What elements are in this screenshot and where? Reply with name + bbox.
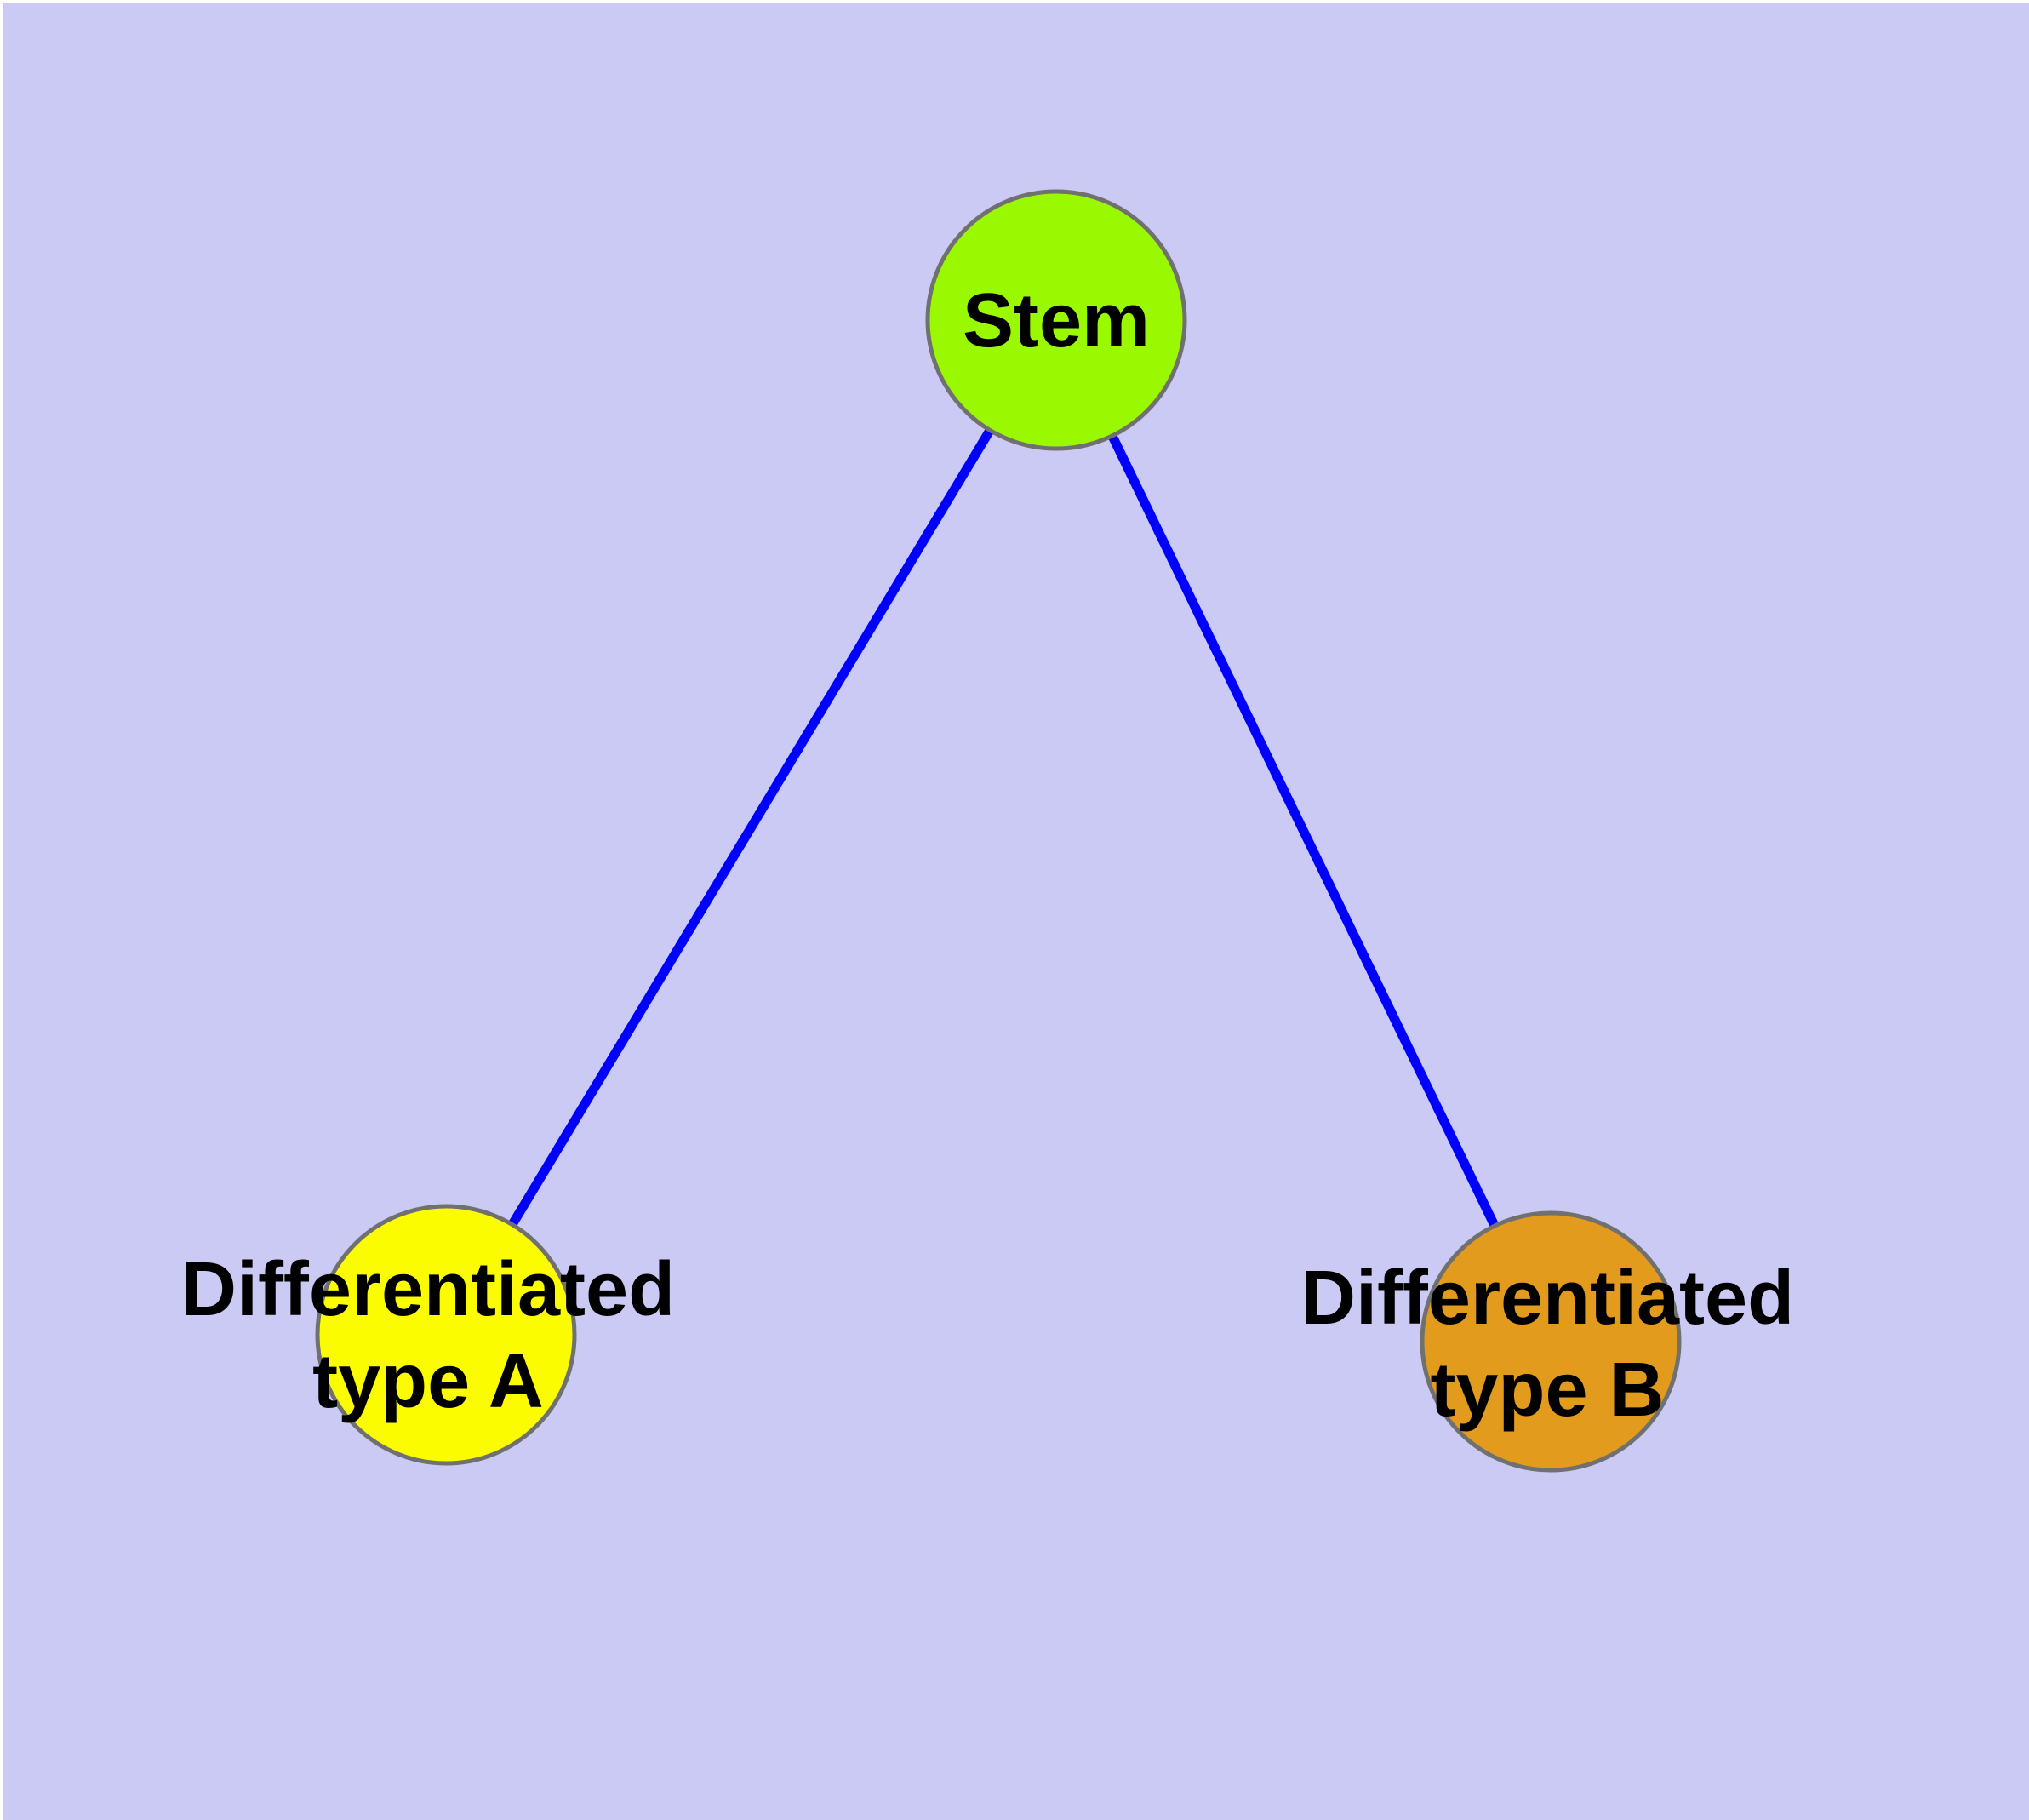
node-type-b[interactable] — [1420, 1210, 1682, 1473]
node-stem[interactable] — [925, 189, 1187, 451]
node-type-a[interactable] — [315, 1204, 577, 1466]
edge-stem-to-type-b — [1052, 318, 1555, 1344]
graph-svg — [315, 189, 1682, 1473]
edge-stem-to-type-a — [442, 318, 1060, 1337]
